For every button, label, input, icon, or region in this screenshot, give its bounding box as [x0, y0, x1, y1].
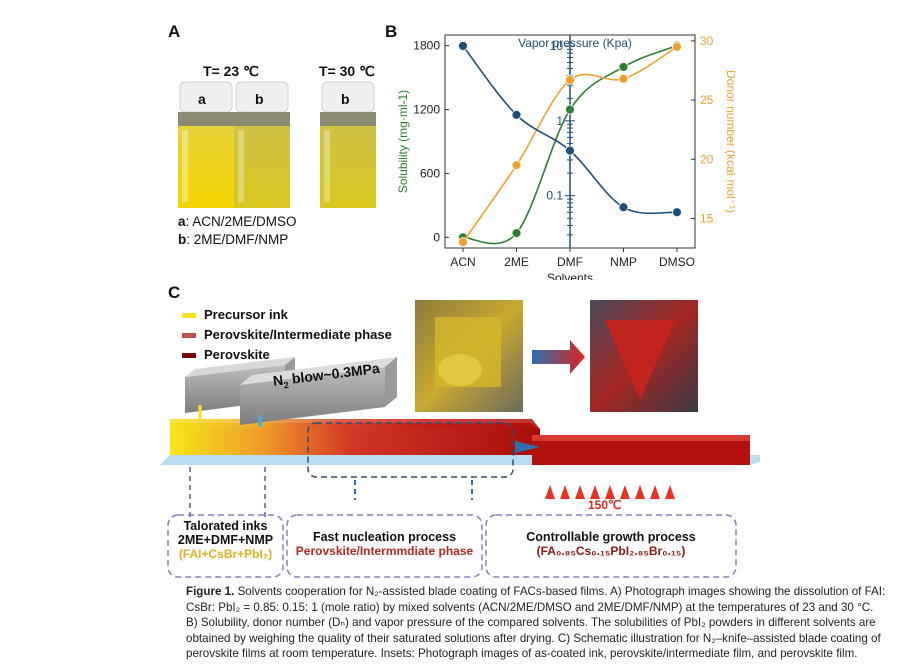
figure-caption: Figure 1. Solvents cooperation for N₂-as… — [186, 584, 886, 662]
data-point — [565, 75, 575, 85]
vial-label-b-1: b — [255, 91, 264, 107]
box-growth-title: Controllable growth process — [526, 530, 696, 544]
x-tick-label: DMF — [557, 255, 583, 269]
vial-b-23 — [234, 81, 290, 208]
box-inks — [167, 514, 284, 578]
data-point — [458, 41, 468, 51]
data-point — [618, 73, 629, 84]
box-nucleation — [286, 514, 483, 578]
legend-label-precursor: Precursor ink — [204, 307, 288, 322]
data-point — [565, 104, 575, 115]
legend-swatch-perovskite — [182, 353, 196, 358]
vial-label-a: a — [198, 91, 206, 107]
legend-a: a: ACN/2ME/DMSO — [178, 214, 297, 229]
left-tick-label: 600 — [420, 166, 440, 180]
vial-a — [178, 81, 234, 208]
temp-23-label: T= 23 ℃ — [203, 63, 259, 79]
data-point — [672, 207, 682, 218]
left-tick-label: 1800 — [413, 39, 440, 53]
right-axis-label: Donor number (kcal·mol⁻¹) — [724, 70, 735, 213]
legend-b: b: 2ME/DMF/NMP — [178, 232, 288, 247]
box-growth — [485, 514, 737, 578]
legend-swatch-intermediate — [182, 333, 196, 338]
x-tick-label: DMSO — [659, 255, 695, 269]
box-inks-title: Talorated inks — [183, 519, 268, 533]
legend-a-key: a — [178, 214, 186, 229]
box-nucleation-text: Fast nucleation process Perovskite/Inter… — [287, 530, 482, 558]
legend-swatch-precursor — [182, 313, 196, 318]
log-tick-label: 1 — [556, 114, 563, 128]
right-tick-label: 20 — [700, 152, 714, 166]
data-point — [618, 202, 629, 213]
vial-label-b-2: b — [341, 91, 350, 107]
data-point — [458, 237, 468, 247]
data-point — [511, 109, 522, 120]
wet-film — [170, 423, 540, 455]
legend-b-key: b — [178, 232, 187, 247]
box-nucleation-subtitle: Perovskite/Intermmdiate phase — [295, 544, 474, 558]
box-nucleation-title: Fast nucleation process — [312, 530, 457, 544]
x-tick-label: 2ME — [504, 255, 529, 269]
x-tick-label: ACN — [450, 255, 475, 269]
temperature-label: 150℃ — [588, 498, 622, 512]
panel-c-letter: C — [168, 283, 181, 302]
perovskite-film — [532, 435, 750, 465]
transition-arrow — [532, 340, 585, 374]
heater-arrows — [545, 485, 675, 499]
left-tick-label: 1200 — [413, 103, 440, 117]
box-growth-formula: (FA₀.₈₅Cs₀.₁₅PbI₂.₈₅Br₀.₁₅) — [536, 544, 686, 558]
legend-b-text: : 2ME/DMF/NMP — [186, 232, 289, 247]
right-tick-label: 30 — [700, 34, 714, 48]
legend-label-intermediate: Perovskite/Intermediate phase — [204, 327, 392, 342]
left-tick-label: 0 — [433, 230, 440, 244]
caption-text: Solvents cooperation for N₂-assisted bla… — [186, 585, 886, 660]
vials-photo — [170, 80, 380, 210]
solvent-chart: Vapor pressure (Kpa) Solvents Solubility… — [396, 34, 735, 280]
series-line-1 — [462, 46, 678, 243]
series-line-0 — [462, 44, 678, 245]
nucleation-highlight — [307, 422, 514, 478]
box-inks-solvents: 2ME+DMF+NMP — [177, 533, 274, 547]
direction-arrow — [515, 441, 540, 453]
panel-a-letter: A — [168, 22, 181, 41]
blade-coating-schematic — [160, 300, 760, 578]
data-point — [565, 145, 575, 156]
legend-label-perovskite: Perovskite — [204, 347, 270, 362]
box-inks-components: (FAI+CsBr+PbI₂) — [178, 547, 273, 561]
left-axis-label: Solubility (mg·ml-1) — [396, 90, 410, 193]
data-point — [511, 160, 522, 171]
right-tick-label: 25 — [700, 93, 714, 107]
data-point — [618, 62, 629, 72]
chart-title: Vapor pressure (Kpa) — [518, 36, 632, 50]
right-tick-label: 15 — [700, 211, 714, 225]
x-axis-label: Solvents — [547, 271, 593, 280]
panel-b-letter: B — [385, 22, 398, 41]
vial-b-30 — [320, 81, 376, 208]
blade-2 — [240, 367, 385, 425]
data-point — [672, 41, 682, 52]
box-inks-text: Talorated inks 2ME+DMF+NMP (FAI+CsBr+PbI… — [168, 519, 283, 561]
log-tick-label: 10 — [550, 39, 564, 53]
box-growth-text: Controllable growth process (FA₀.₈₅Cs₀.₁… — [486, 530, 736, 558]
data-point — [511, 228, 522, 238]
caption-label: Figure 1. — [186, 585, 235, 598]
legend-a-text: : ACN/2ME/DMSO — [185, 214, 297, 229]
temp-30-label: T= 30 ℃ — [319, 63, 375, 79]
x-tick-label: NMP — [610, 255, 637, 269]
log-tick-label: 0.1 — [546, 189, 563, 203]
